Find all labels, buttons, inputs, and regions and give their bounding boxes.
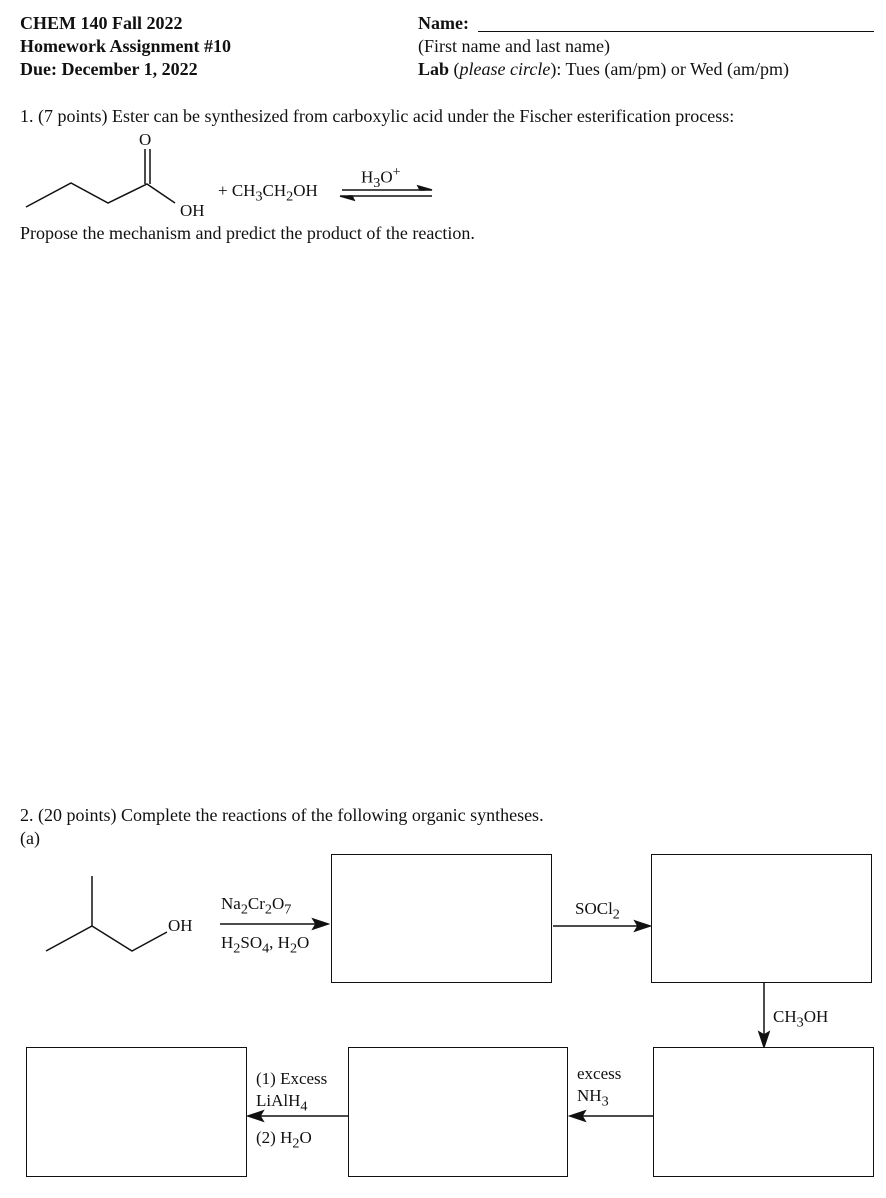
acid-subscript: 4 [262,940,270,957]
methanol-part: CH [773,1007,797,1026]
arrow-step4-head [567,1109,587,1123]
step1-oxidant: Na2Cr2O7 [221,894,291,918]
assignment-title: Homework Assignment #10 [20,36,231,56]
workup-subscript: 2 [292,1135,300,1152]
ethanol-part: CH [231,181,256,200]
carbonyl-oxygen-label: O [139,130,152,149]
oxidant-part: Na [221,894,241,913]
lab-options: ): Tues (am/pm) or Wed (am/pm) [550,59,790,79]
name-label: Name: [418,13,469,33]
thionyl-part: SOCl [575,899,613,918]
acid-part: SO [240,933,263,952]
hydride-subscript: 4 [300,1098,308,1115]
name-blank-line[interactable] [478,31,874,32]
due-date: Due: December 1, 2022 [20,59,198,79]
lab-open: ( [449,59,460,79]
step5-reagent-line1: (1) Excess [256,1069,328,1088]
acid-catalyst: H3O+ [361,164,401,191]
ethanol-subscript: 2 [286,188,294,205]
step5-reagent-line2: LiAlH4 [256,1091,307,1115]
oxidant-subscript: 7 [284,901,292,918]
arrow-step5-head [245,1109,265,1123]
oxidant-subscript: 2 [240,901,248,918]
answer-box-3[interactable] [653,1047,874,1177]
thionyl-subscript: 2 [612,906,620,923]
lab-circle-instruction: please circle [459,59,551,79]
equilibrium-arrows [339,184,433,202]
catalyst-part: O [380,167,393,187]
ethanol-subscript: 3 [255,188,263,205]
hydride-part: LiAlH [256,1091,301,1110]
q1-instruction: Propose the mechanism and predict the pr… [20,223,475,243]
ethanol-part: OH [293,181,318,200]
step1-acid-water: H2SO4, H2O [221,933,309,957]
q2-part-a: (a) [20,828,40,848]
step4-reagent-line2: NH3 [577,1086,609,1110]
synthesis-arrows [220,917,771,1123]
q1-prompt: 1. (7 points) Ester can be synthesized f… [20,106,735,126]
ammonia-part: NH [577,1086,602,1105]
start-hydroxyl-label: OH [168,916,193,935]
arrow-step2-head [633,919,653,933]
lab-label: Lab [418,59,450,79]
carbon-chain [25,182,176,208]
arrow-step1-head [311,917,331,931]
workup-part: (2) H [256,1128,293,1147]
acid-subscript: 2 [289,940,298,957]
ethanol-reagent: + CH3CH2OH [218,181,318,205]
reverse-arrow-head [339,195,356,202]
step2-reagent: SOCl2 [575,899,620,923]
lab-line: Lab (please circle): Tues (am/pm) or Wed… [418,59,789,80]
ammonia-subscript: 3 [601,1093,609,1110]
workup-part: O [299,1128,312,1147]
answer-box-4[interactable] [348,1047,568,1177]
q2-prompt: 2. (20 points) Complete the reactions of… [20,805,544,825]
ethanol-part: CH [262,181,287,200]
methanol-subscript: 3 [796,1014,804,1031]
answer-box-1[interactable] [331,854,552,983]
answer-box-2[interactable] [651,854,872,983]
acid-part: , H [269,933,290,952]
course-title: CHEM 140 Fall 2022 [20,13,183,33]
butanoic-acid-structure [25,149,176,208]
isobutanol-chain [45,925,168,952]
hydroxyl-label: OH [180,201,205,220]
acid-part: O [297,933,310,952]
isobutanol-structure [45,876,168,952]
acid-part: H [221,933,234,952]
arrow-step3-head [757,1030,771,1050]
step3-reagent: CH3OH [773,1007,828,1031]
step5-reagent-line3: (2) H2O [256,1128,312,1152]
oxidant-part: O [271,894,285,913]
acid-subscript: 2 [233,940,241,957]
answer-box-5[interactable] [26,1047,247,1177]
step4-reagent-line1: excess [577,1064,622,1083]
catalyst-charge: + [392,164,401,180]
catalyst-part: H [361,167,374,187]
methanol-part: OH [803,1007,829,1026]
oxidant-part: Cr [247,894,265,913]
name-hint: (First name and last name) [418,36,610,56]
forward-arrow-head [416,184,433,191]
plus-sign: + [218,181,232,200]
oxidant-subscript: 2 [264,901,272,918]
catalyst-subscript: 3 [373,175,381,192]
